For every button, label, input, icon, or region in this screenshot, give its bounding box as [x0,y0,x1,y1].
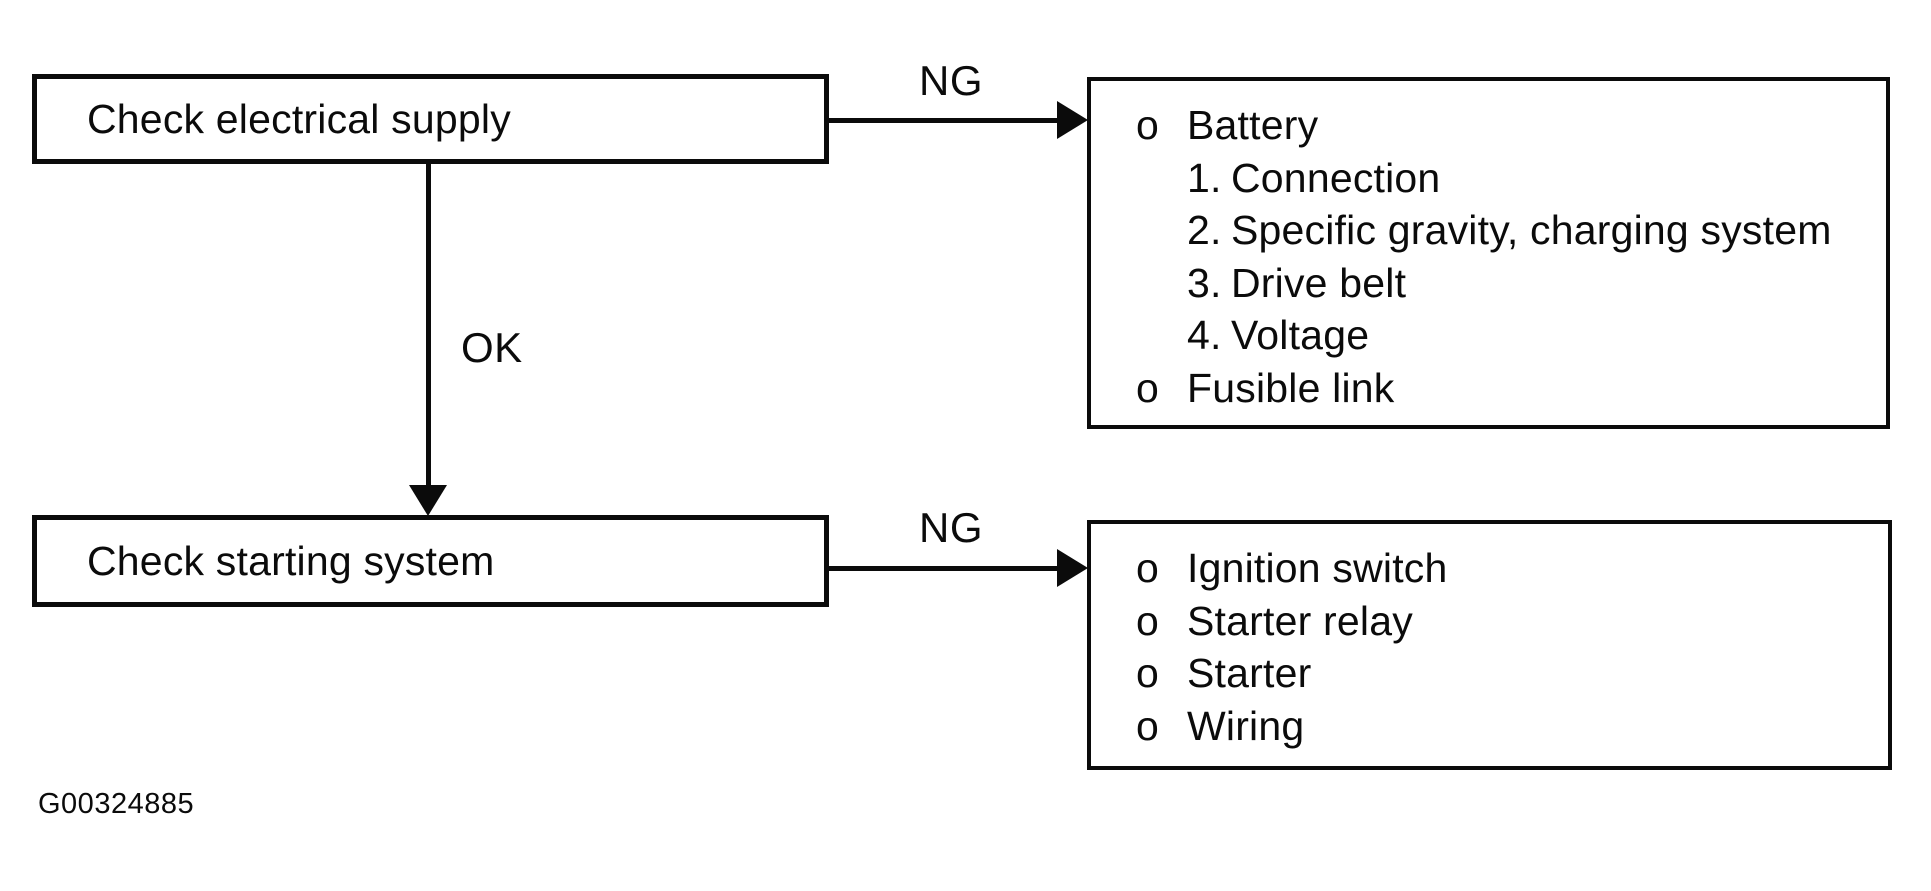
bullet-marker: o [1136,102,1160,148]
list-item-label: Drive belt [1231,259,1407,306]
number-marker: 4. [1187,312,1222,358]
list-item-label: Battery [1187,102,1319,148]
ng-edge-line-2 [829,566,1059,571]
step-label: Check starting system [87,537,495,584]
list-item: o Wiring [1091,700,1888,753]
step-box-check-electrical-supply: Check electrical supply [32,74,829,164]
result-box-starting-system: o Ignition switch o Starter relay o Star… [1087,520,1892,770]
list-item-label: Starter relay [1187,597,1413,644]
ng-edge-line-1 [829,118,1059,123]
bullet-marker: o [1136,650,1160,696]
list-item-label: Connection [1231,154,1441,201]
list-item: o Starter [1091,647,1888,700]
number-marker: 2. [1187,207,1222,253]
list-item-label: Fusible link [1187,364,1395,411]
figure-code: G00324885 [38,788,195,820]
list-item-label: Wiring [1187,702,1305,749]
list-item: o Ignition switch [1091,542,1888,595]
list-item: o Battery [1091,99,1886,152]
ok-edge-line [426,164,431,490]
list-item-label: Starter [1187,650,1312,696]
step-label: Check electrical supply [87,95,511,142]
list-item-label: Voltage [1231,312,1370,358]
number-marker: 1. [1187,154,1222,201]
number-marker: 3. [1187,259,1222,306]
arrow-down-icon [409,485,447,516]
edge-label-ok: OK [461,324,523,371]
list-item: 3. Drive belt [1091,257,1886,310]
list-item: o Fusible link [1091,362,1886,415]
list-item-label: Ignition switch [1187,545,1448,591]
arrow-right-icon [1057,101,1088,139]
step-box-check-starting-system: Check starting system [32,515,829,607]
bullet-marker: o [1136,597,1160,644]
result-box-electrical-supply: o Battery 1. Connection 2. Specific grav… [1087,77,1890,429]
edge-label-ng-1: NG [919,57,983,104]
bullet-marker: o [1136,702,1160,749]
bullet-marker: o [1136,545,1160,591]
arrow-right-icon [1057,549,1088,587]
list-item: 4. Voltage [1091,309,1886,362]
bullet-marker: o [1136,364,1160,411]
edge-label-ng-2: NG [919,504,983,551]
list-item: o Starter relay [1091,595,1888,648]
list-item: 1. Connection [1091,152,1886,205]
list-item: 2. Specific gravity, charging system [1091,204,1886,257]
list-item-label: Specific gravity, charging system [1231,207,1832,253]
